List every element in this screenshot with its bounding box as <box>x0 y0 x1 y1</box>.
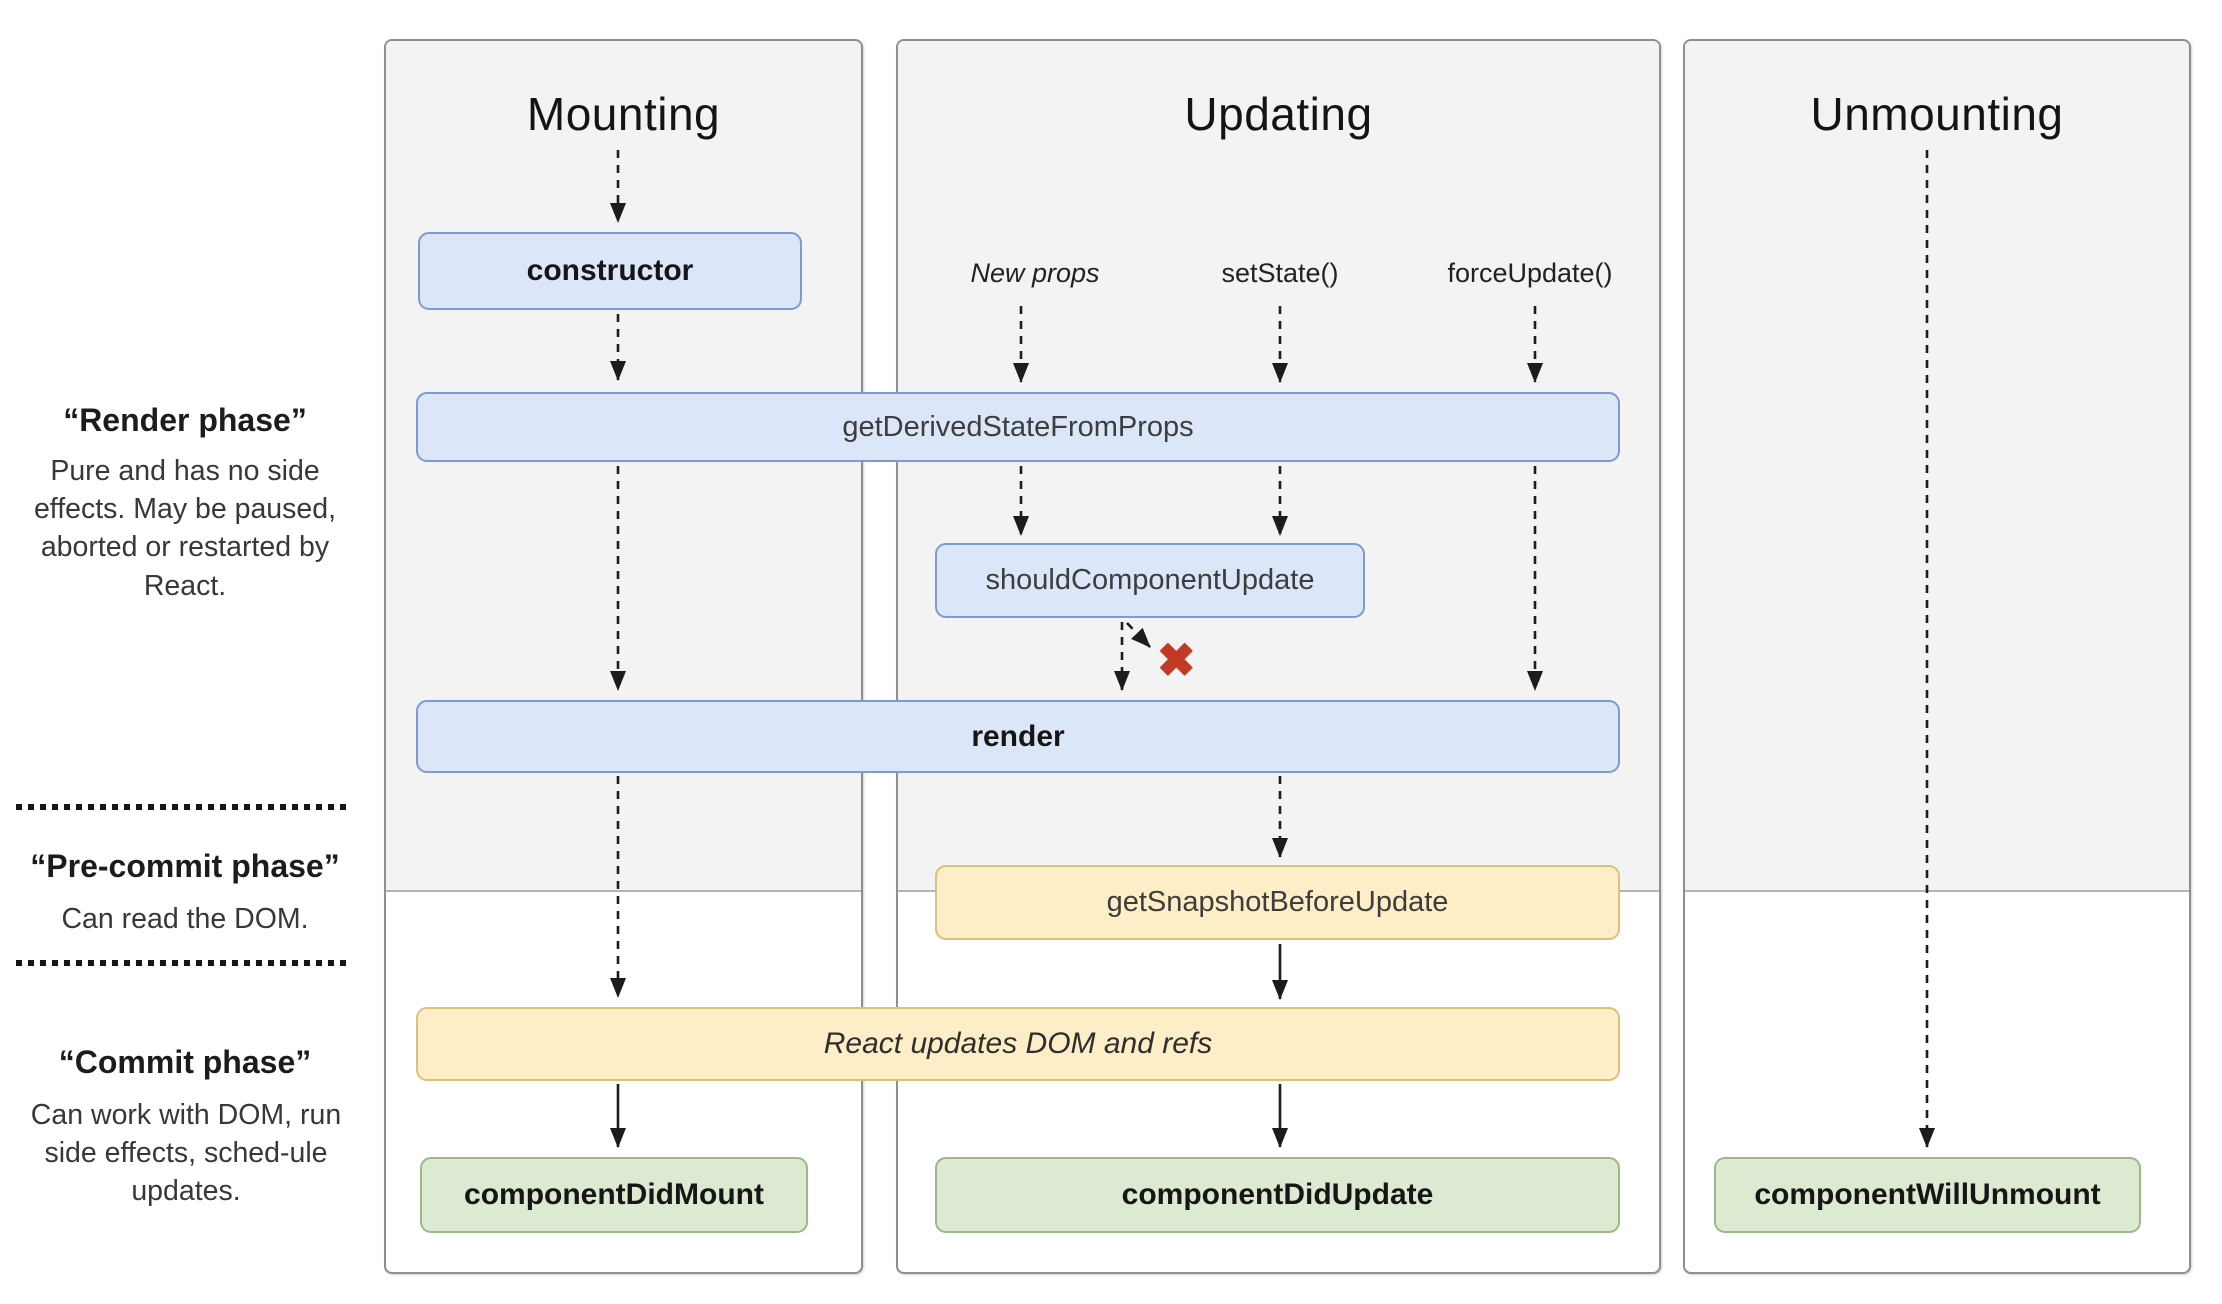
mounting-panel: Mounting <box>384 39 863 1274</box>
render-phase-description: Pure and has no side effects. May be pau… <box>33 455 337 602</box>
mounting-panel-title: Mounting <box>526 88 721 140</box>
commit-phase-description: Can work with DOM, run side effects, sch… <box>30 1099 342 1208</box>
render-phase-title: “Render phase” <box>63 402 307 438</box>
updating-panel: Updating <box>896 39 1661 1274</box>
trigger-set-state: setState() <box>1221 258 1339 288</box>
node-component-will-unmount: componentWillUnmount <box>1714 1157 2141 1233</box>
node-should-component-update: shouldComponentUpdate <box>935 543 1365 618</box>
reject-cross-icon: ✖ <box>1157 634 1196 686</box>
unmounting-panel-title: Unmounting <box>1810 88 2064 140</box>
trigger-new-props: New props <box>970 258 1100 288</box>
node-render: render <box>416 700 1620 773</box>
node-constructor: constructor <box>418 232 802 310</box>
unmounting-panel: Unmounting <box>1683 39 2191 1274</box>
node-get-derived-state-from-props: getDerivedStateFromProps <box>416 392 1620 462</box>
pre-commit-phase-title: “Pre-commit phase” <box>30 848 340 884</box>
render-phase-region <box>1685 41 2189 892</box>
node-component-did-mount: componentDidMount <box>420 1157 808 1233</box>
phase-divider <box>16 960 346 966</box>
commit-phase-title: “Commit phase” <box>58 1044 312 1080</box>
node-react-updates-dom: React updates DOM and refs <box>416 1007 1620 1081</box>
node-get-snapshot-before-update: getSnapshotBeforeUpdate <box>935 865 1620 940</box>
pre-commit-phase-description: Can read the DOM. <box>61 903 309 935</box>
node-component-did-update: componentDidUpdate <box>935 1157 1620 1233</box>
phase-divider <box>16 804 346 810</box>
updating-panel-title: Updating <box>1184 88 1373 140</box>
trigger-force-update: forceUpdate() <box>1447 258 1613 288</box>
